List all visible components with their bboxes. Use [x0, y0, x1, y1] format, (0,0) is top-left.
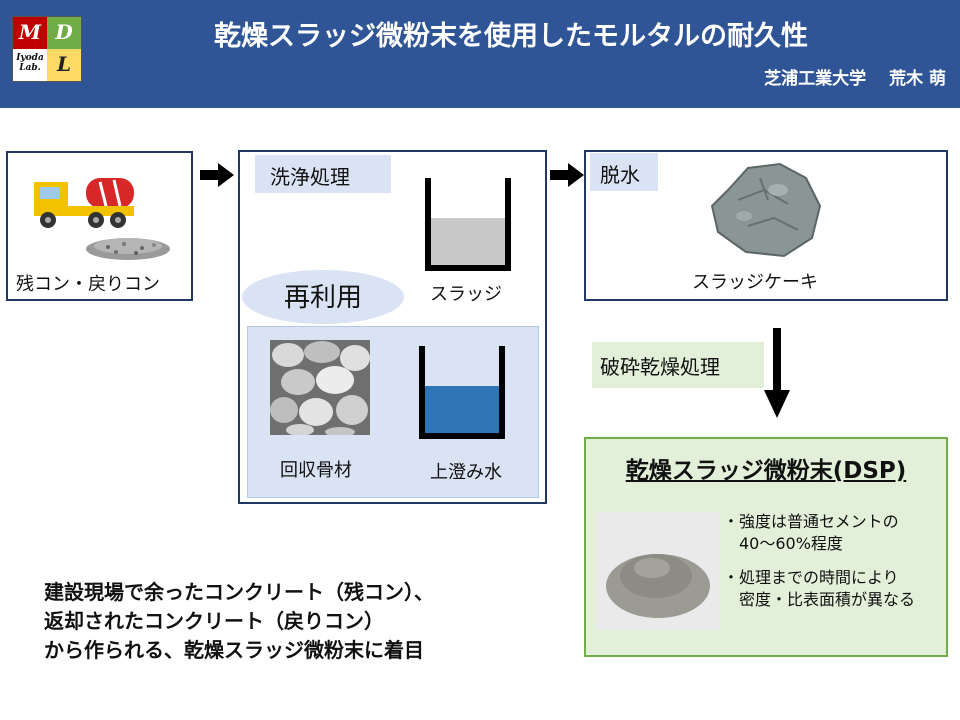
dsp-bullet-strength-line1: ・強度は普通セメントの [723, 512, 899, 531]
summary-text: 建設現場で余ったコンクリート（残コン）、 返却されたコンクリート（戻りコン） か… [44, 578, 434, 665]
sludge-cake-image [710, 162, 822, 258]
dewater-title-panel [590, 153, 658, 191]
wash-title-panel [255, 155, 391, 193]
dsp-title: 乾燥スラッジ微粉末(DSP) [625, 458, 907, 484]
reuse-ellipse [242, 270, 404, 324]
summary-line-2: 返却されたコンクリート（戻りコン） [44, 609, 384, 633]
crush-dry-panel [592, 342, 764, 388]
logo-letter-l: L [47, 49, 81, 81]
logo-letter-d: D [47, 17, 81, 49]
dsp-bullet-strength: ・強度は普通セメントの 40～60%程度 [723, 511, 899, 555]
dewater-title: 脱水 [600, 163, 640, 187]
mdl-logo: M D L Iyoda Lab. [12, 16, 82, 82]
page-title: 乾燥スラッジ微粉末を使用したモルタルの耐久性 [214, 21, 808, 52]
supernatant-label: 上澄み水 [430, 462, 502, 483]
reuse-label: 再利用 [283, 283, 362, 313]
dsp-bullet-strength-line2: 40～60%程度 [739, 534, 843, 553]
source-concrete-label: 残コン・戻りコン [16, 274, 160, 295]
logo-letter-m: M [13, 17, 47, 49]
summary-line-1: 建設現場で余ったコンクリート（残コン）、 [44, 580, 434, 604]
summary-line-3: から作られる、乾燥スラッジ微粉末に着目 [44, 638, 424, 662]
crush-dry-label: 破砕乾燥処理 [600, 355, 720, 379]
recovered-aggregate-image [270, 340, 370, 435]
arrow-down-icon [764, 328, 790, 418]
dsp-powder-image [596, 512, 720, 630]
logo-lab-text: Iyoda Lab. [16, 53, 44, 73]
recovered-aggregate-label: 回収骨材 [280, 460, 352, 481]
dsp-bullet-density-line1: ・処理までの時間により [723, 568, 899, 587]
arrow-right-icon [200, 163, 234, 187]
dsp-bullet-density: ・処理までの時間により 密度・比表面積が異なる [723, 567, 915, 611]
sludge-cake-label: スラッジケーキ [692, 272, 818, 293]
dsp-bullet-density-line2: 密度・比表面積が異なる [739, 590, 916, 609]
wash-title: 洗浄処理 [270, 165, 350, 189]
sludge-label: スラッジ [430, 284, 502, 305]
author-affiliation: 芝浦工業大学 荒木 萌 [764, 69, 946, 89]
concrete-pile-icon [86, 238, 170, 260]
supernatant-container-icon [419, 346, 505, 439]
sludge-container-icon [425, 178, 511, 271]
title-banner [0, 0, 960, 108]
mixer-truck-icon [34, 178, 134, 228]
arrow-right-icon [550, 163, 584, 187]
